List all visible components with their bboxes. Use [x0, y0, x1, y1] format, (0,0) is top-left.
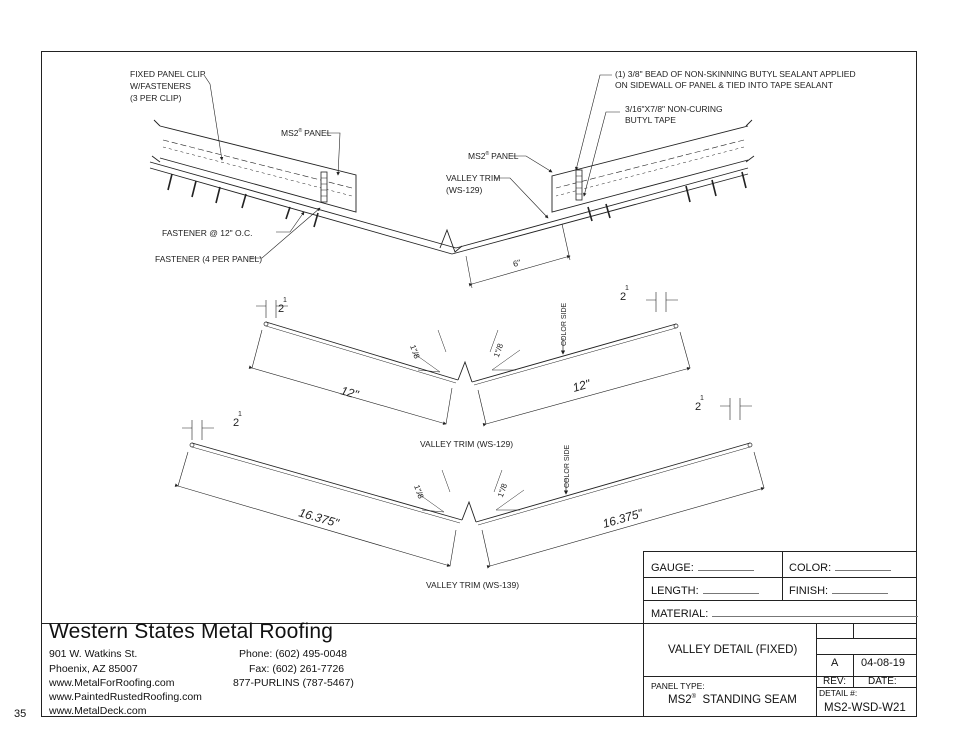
page-number: 35	[14, 708, 27, 720]
ws139-left-leg	[191, 442, 463, 521]
left-panel-dash	[162, 139, 353, 189]
right-panel-dash	[555, 139, 745, 189]
ws129-eighth-right: 1"/8	[492, 342, 505, 359]
detail-no-label: DETAIL #:	[819, 688, 858, 698]
length-label: LENGTH:	[651, 585, 699, 597]
gauge-label: GAUGE:	[651, 562, 694, 574]
panel-screw-right	[575, 169, 583, 201]
length-field: LENGTH:	[651, 584, 759, 597]
ws129-half-left-den: 2	[278, 303, 284, 315]
company-tollfree: 877-PURLINS (787-5467)	[233, 677, 354, 689]
dim-6-line	[468, 255, 571, 287]
callout-valley-trim-1: VALLEY TRIM	[446, 173, 500, 183]
detail-title: VALLEY DETAIL (FIXED)	[668, 644, 798, 656]
ws129-eighth-left: 1"/8	[408, 344, 421, 361]
color-field: COLOR:	[789, 561, 892, 574]
detail-no: MS2-WSD-W21	[824, 702, 906, 714]
right-deck-line2	[451, 173, 749, 255]
trim-ws139	[174, 398, 765, 569]
panel-type-value: MS2® STANDING SEAM	[668, 694, 797, 706]
date-label: DATE:	[868, 676, 897, 687]
valley-v	[439, 228, 463, 253]
company-web-2[interactable]: www.PaintedRustedRoofing.com	[49, 691, 202, 703]
rev-label: REV:	[823, 676, 846, 687]
left-fasteners	[167, 173, 319, 228]
dim-6-ext-right	[561, 223, 571, 261]
ws139-half-right-den: 2	[695, 401, 701, 413]
callout-clip-1: FIXED PANEL CLIP	[130, 69, 206, 79]
callout-ms2-right: MS2®PANEL	[468, 150, 519, 161]
company-phone: Phone: (602) 495-0048	[239, 648, 347, 660]
gauge-field: GAUGE:	[651, 561, 754, 574]
ws129-half-right-num: 1	[625, 285, 629, 292]
ws139-eighth-left: 1"/8	[412, 484, 425, 501]
ws129-label: VALLEY TRIM (WS-129)	[420, 439, 513, 449]
ws129-color-side: COLOR SIDE	[561, 302, 568, 346]
company-name: Western States Metal Roofing	[49, 620, 334, 643]
ws129-left-leg	[265, 321, 459, 381]
right-panel-outline	[551, 125, 749, 213]
ws139-half-left-num: 1	[238, 411, 242, 418]
material-label: MATERIAL:	[651, 608, 709, 620]
valley-assembly-detail	[149, 74, 755, 289]
ws139-eighth-right: 1"/8	[496, 482, 509, 499]
ws129-v	[457, 360, 473, 383]
company-address-1: 901 W. Watkins St.	[49, 648, 138, 660]
callout-fastener-4: FASTENER (4 PER PANEL)	[155, 254, 262, 264]
right-fasteners	[587, 171, 747, 222]
ws129-len-right: 12"	[571, 376, 592, 395]
ws139-dim-right	[486, 487, 765, 569]
callout-fastener-12: FASTENER @ 12" O.C.	[162, 228, 253, 238]
callout-tape-2: BUTYL TAPE	[625, 115, 676, 125]
date-value: 04-08-19	[861, 657, 906, 669]
dim-6-ext-left	[465, 255, 473, 289]
right-deck-line	[455, 167, 749, 249]
ws139-label: VALLEY TRIM (WS-139)	[426, 580, 519, 590]
left-panel-dash2	[162, 146, 353, 197]
material-field: MATERIAL:	[651, 607, 919, 620]
color-label: COLOR:	[789, 562, 832, 574]
callout-bead-1: (1) 3/8" BEAD OF NON-SKINNING BUTYL SEAL…	[615, 69, 856, 79]
panel-type-label: PANEL TYPE:	[651, 681, 705, 691]
ws139-len-right: 16.375"	[601, 506, 645, 531]
callout-clip-3: (3 PER CLIP)	[130, 93, 182, 103]
panel-screw-left	[320, 171, 328, 203]
finish-label: FINISH:	[789, 585, 829, 597]
callout-bead-2: ON SIDEWALL OF PANEL & TIED INTO TAPE SE…	[615, 80, 833, 90]
callout-ms2-left: MS2®PANEL	[281, 127, 332, 138]
right-break	[745, 119, 755, 163]
company-web-3[interactable]: www.MetalDeck.com	[49, 705, 147, 717]
dim-6-label: 6"	[512, 257, 522, 269]
left-deck-line2	[149, 167, 453, 255]
ws129-dim-right	[482, 367, 691, 427]
trim-ws129	[248, 292, 691, 427]
ws139-half-right-num: 1	[700, 395, 704, 402]
left-panel-outline	[159, 125, 357, 213]
ws129-len-left: 12"	[339, 383, 360, 402]
company-address-2: Phoenix, AZ 85007	[49, 663, 138, 675]
ws129-half-left-num: 1	[283, 297, 287, 304]
callout-valley-trim-2: (WS-129)	[446, 185, 483, 195]
ws129-right-leg	[471, 323, 677, 383]
rev-value: A	[831, 657, 839, 669]
ws139-v	[461, 500, 477, 523]
left-break	[151, 119, 161, 163]
callout-tape-1: 3/16"X7/8" NON-CURING	[625, 104, 723, 114]
callout-clip-2: W/FASTENERS	[130, 81, 191, 91]
finish-field: FINISH:	[789, 584, 889, 597]
ws139-color-side: COLOR SIDE	[564, 444, 571, 488]
ws129-half-right-den: 2	[620, 291, 626, 303]
ws139-len-left: 16.375"	[297, 505, 341, 530]
company-web-1[interactable]: www.MetalForRoofing.com	[49, 677, 175, 689]
ws139-half-left-den: 2	[233, 417, 239, 429]
ws129-dim-left	[248, 365, 447, 425]
drawing-sheet-border	[41, 51, 917, 717]
ws139-dim-left	[174, 483, 451, 567]
left-deck-line	[149, 161, 457, 249]
company-fax: Fax: (602) 261-7726	[249, 663, 345, 675]
